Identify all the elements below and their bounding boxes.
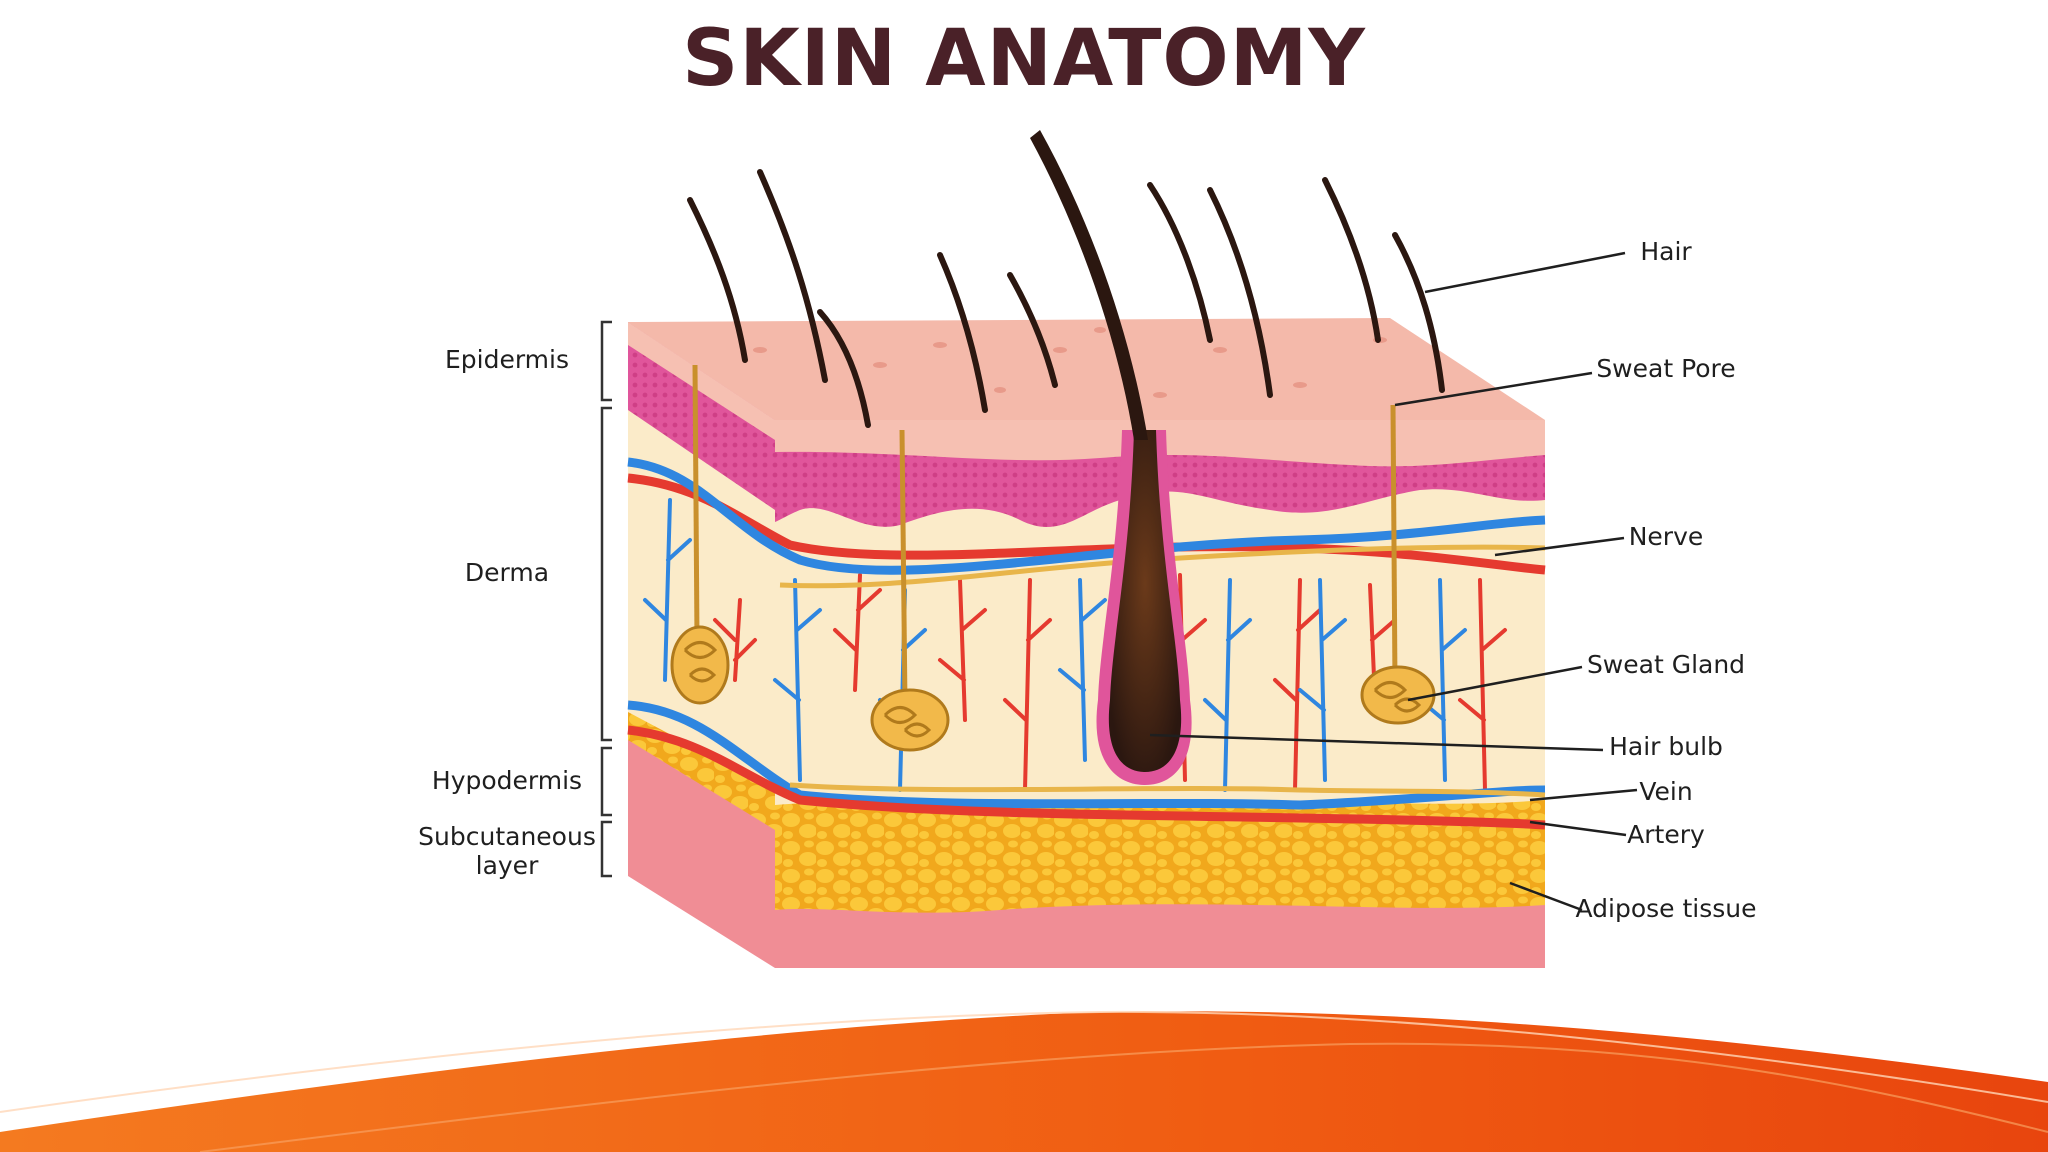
label-vein: Vein — [1639, 777, 1692, 806]
leader-lines — [1149, 251, 1638, 912]
label-derma: Derma — [465, 558, 549, 587]
sweat-glands — [670, 364, 1436, 752]
hair-follicle — [1030, 130, 1192, 785]
layer-brackets — [600, 320, 612, 878]
main-hair-shaft — [1030, 130, 1148, 440]
skin-surface — [628, 318, 1545, 420]
lower-nerve — [789, 782, 1546, 798]
footer-wave — [0, 1010, 2048, 1152]
lower-artery — [627, 725, 1546, 830]
surface-pores — [753, 327, 1387, 398]
label-subcutaneous-line2: layer — [476, 851, 539, 880]
label-sweat-pore: Sweat Pore — [1596, 354, 1735, 383]
label-subcutaneous-line1: Subcutaneous — [418, 822, 596, 851]
label-hypodermis: Hypodermis — [432, 766, 582, 795]
label-epidermis: Epidermis — [445, 345, 569, 374]
upper-vein — [627, 457, 1546, 575]
right-labels: Hair Sweat Pore Nerve Sweat Gland Hair b… — [1575, 237, 1756, 923]
label-hair-bulb: Hair bulb — [1609, 732, 1723, 761]
page-title: SKIN ANATOMY — [682, 14, 1366, 104]
label-hair: Hair — [1640, 237, 1692, 266]
label-sweat-gland: Sweat Gland — [1587, 650, 1745, 679]
label-adipose-tissue: Adipose tissue — [1575, 894, 1756, 923]
label-nerve: Nerve — [1629, 522, 1704, 551]
lower-vein — [627, 700, 1546, 810]
surface-hairs — [687, 169, 1445, 428]
left-labels: Epidermis Derma Hypodermis Subcutaneous … — [418, 345, 596, 880]
label-artery: Artery — [1627, 820, 1705, 849]
